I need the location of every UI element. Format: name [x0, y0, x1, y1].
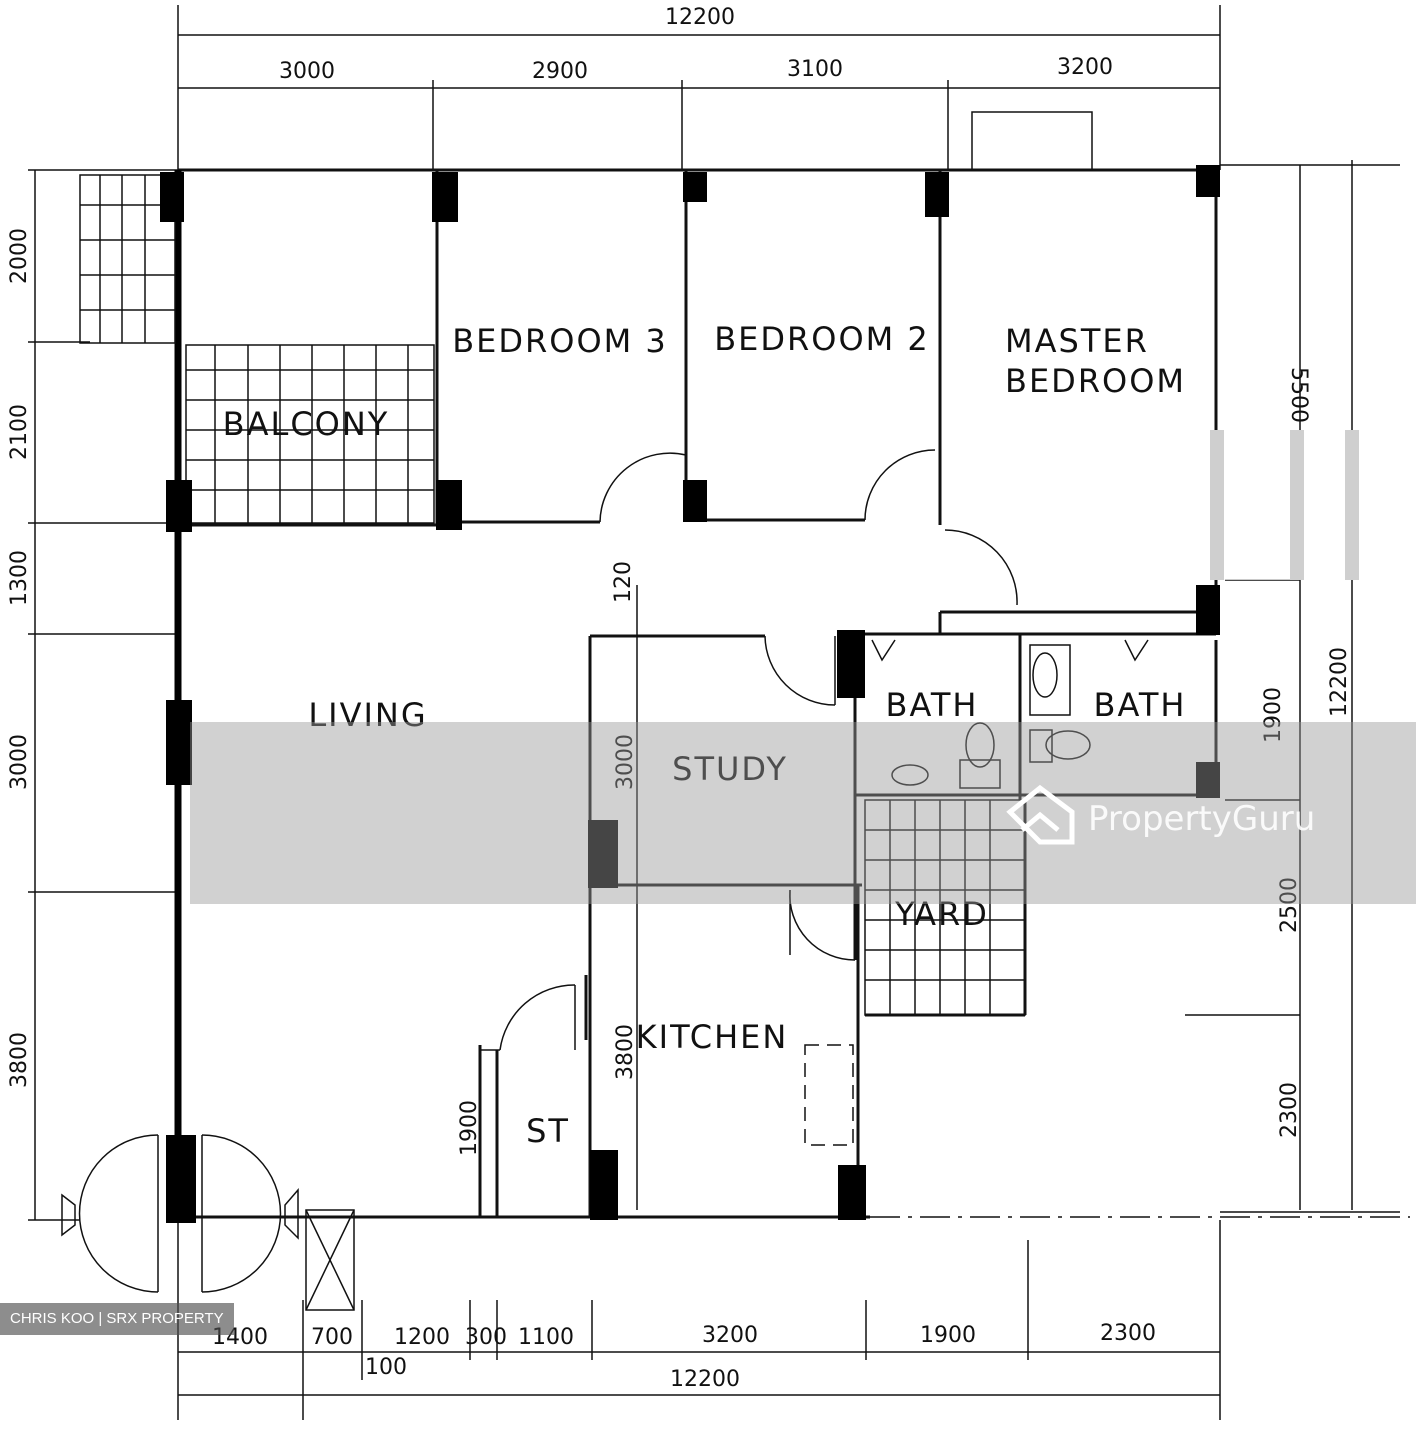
dim-left-5: 3800	[7, 1032, 32, 1088]
bath-walls	[853, 632, 1216, 960]
photo-credit: CHRIS KOO | SRX PROPERTY	[0, 1303, 234, 1335]
dim-door-gap: 120	[611, 561, 636, 603]
dim-right-3: 2500	[1277, 877, 1302, 933]
dim-bottom-4: 300	[465, 1325, 507, 1350]
yard-area	[864, 799, 1027, 1017]
dim-bottom-small: 100	[365, 1355, 407, 1380]
bedroom-walls	[435, 170, 1216, 634]
dim-bottom-3: 1200	[394, 1325, 450, 1350]
dim-study-height: 3000	[613, 734, 638, 790]
entrance	[61, 1134, 355, 1311]
top-dimensions: 12200 3000 2900 3100 3200	[177, 5, 1221, 170]
label-master-line2: BEDROOM	[1005, 362, 1186, 400]
dim-top-3: 3100	[787, 57, 843, 82]
dim-left-4: 3000	[7, 734, 32, 790]
dim-left-2: 2100	[7, 404, 32, 460]
dim-bottom-7: 1900	[920, 1323, 976, 1348]
kitchen-walls	[478, 885, 860, 1217]
dim-right-1: 5500	[1286, 367, 1311, 423]
brand-logo-icon	[1006, 784, 1075, 845]
dim-bottom-5: 1100	[518, 1325, 574, 1350]
label-bath-1: BATH	[886, 686, 979, 724]
label-store: ST	[526, 1112, 570, 1150]
label-bath-2: BATH	[1094, 686, 1187, 724]
label-master-line1: MASTER	[1005, 322, 1149, 360]
dim-top-4: 3200	[1057, 55, 1113, 80]
dim-kitchen-height: 3800	[613, 1024, 638, 1080]
bottom-dimensions: 1400 700 1200 300 1100 3200 1900 2300 10…	[177, 1220, 1221, 1420]
dim-store-height: 1900	[457, 1100, 482, 1156]
dim-bottom-total: 12200	[670, 1367, 740, 1392]
dim-left-1: 2000	[7, 228, 32, 284]
dim-bottom-2: 700	[311, 1325, 353, 1350]
watermark: PropertyGuru	[190, 722, 1416, 904]
balcony-area	[178, 344, 437, 527]
dim-top-1: 3000	[279, 59, 335, 84]
left-dimensions: 2000 2100 1300 3000 3800	[7, 169, 180, 1221]
columns	[160, 165, 1220, 1223]
label-bedroom-3: BEDROOM 3	[452, 322, 668, 360]
watermark-brand: PropertyGuru	[1088, 799, 1315, 839]
label-study: STUDY	[672, 750, 788, 788]
study-walls	[588, 585, 862, 1217]
dim-top-2: 2900	[532, 59, 588, 84]
dim-bottom-6: 3200	[702, 1323, 758, 1348]
right-dimensions: 5500 1900 2500 2300 12200	[1185, 160, 1400, 1213]
outer-walls	[174, 111, 1410, 1220]
dim-left-3: 1300	[7, 550, 32, 606]
dim-bottom-8: 2300	[1100, 1321, 1156, 1346]
label-bedroom-2: BEDROOM 2	[714, 320, 930, 358]
dim-right-total: 12200	[1327, 647, 1352, 717]
dim-right-2: 1900	[1261, 687, 1286, 743]
label-balcony: BALCONY	[223, 405, 390, 443]
dim-right-4: 2300	[1277, 1082, 1302, 1138]
label-kitchen: KITCHEN	[636, 1018, 789, 1056]
room-labels: BEDROOM 3 BEDROOM 2 MASTER BEDROOM BALCO…	[223, 320, 1187, 1156]
planter-grid	[79, 174, 176, 344]
label-yard: YARD	[894, 895, 989, 933]
dim-top-total: 12200	[665, 5, 735, 30]
blur-patch	[1020, 430, 1360, 580]
label-living: LIVING	[308, 696, 427, 734]
